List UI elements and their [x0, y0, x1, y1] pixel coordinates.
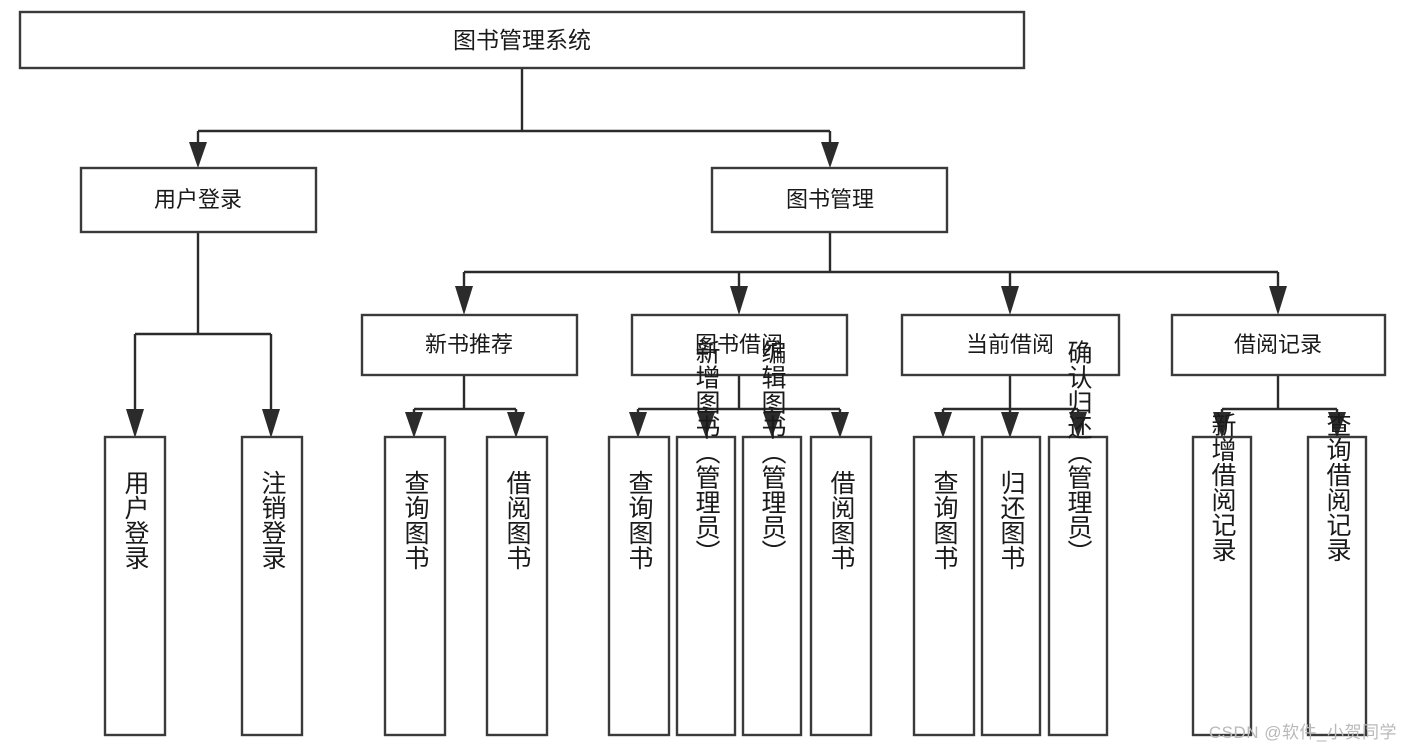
node-user-login[interactable]: 用户登录	[79, 166, 318, 234]
node-book-borrow-box[interactable]	[630, 313, 849, 377]
node-leaf-borrow-book-1-label: 借阅图书	[503, 470, 532, 570]
node-leaf-confirm-return[interactable]: 确认归还（管理员）	[1047, 340, 1109, 737]
node-leaf-query-book-1-label: 查询图书	[401, 470, 430, 570]
node-leaf-query-book-2-box[interactable]	[607, 435, 671, 737]
node-leaf-borrow-book-1[interactable]: 借阅图书	[485, 435, 549, 737]
node-leaf-query-book-1[interactable]: 查询图书	[383, 435, 447, 737]
node-leaf-add-book-box[interactable]	[675, 435, 737, 737]
node-root-label: 图书管理系统	[453, 27, 591, 53]
node-leaf-user-logout[interactable]: 注销登录	[240, 435, 304, 737]
node-leaf-confirm-return-box[interactable]	[1047, 435, 1109, 737]
arrowhead-new-book-recommend-icon	[455, 286, 473, 315]
node-user-login-label: 用户登录	[154, 187, 242, 212]
arrowhead-bookmanage-icon	[821, 142, 839, 168]
node-new-book-recommend-label: 新书推荐	[425, 332, 513, 357]
node-leaf-add-record-label: 新增借阅记录	[1208, 412, 1237, 562]
node-leaf-confirm-return-label: 确认归还（管理员）	[1064, 340, 1093, 565]
arrowhead-leaf-borrow-book-2-icon	[831, 412, 849, 438]
node-leaf-return-book-label: 归还图书	[997, 470, 1026, 570]
arrowhead-leaf-query-record-icon	[1328, 412, 1346, 438]
node-new-book-recommend[interactable]: 新书推荐	[360, 313, 579, 377]
arrowhead-leaf-query-book-3-icon	[934, 412, 952, 438]
node-leaf-query-record[interactable]: 查询借阅记录	[1306, 412, 1368, 737]
node-leaf-return-book-box[interactable]	[980, 435, 1042, 737]
node-leaf-edit-book[interactable]: 编辑图书（管理员）	[741, 340, 803, 737]
arrowhead-borrow-record-icon	[1269, 286, 1287, 315]
node-book-manage-label: 图书管理	[786, 187, 874, 212]
arrowhead-leaf-add-record-icon	[1213, 412, 1231, 438]
arrowhead-leaf-query-book-2-icon	[629, 412, 647, 438]
node-leaf-user-login[interactable]: 用户登录	[103, 435, 167, 737]
node-user-login-box[interactable]	[79, 166, 318, 234]
node-leaf-query-record-label: 查询借阅记录	[1323, 412, 1352, 562]
node-leaf-query-book-3-label: 查询图书	[930, 470, 959, 570]
node-book-borrow[interactable]: 图书借阅	[630, 313, 849, 377]
node-current-borrow-label: 当前借阅	[966, 332, 1054, 357]
arrowhead-leaf-edit-book-icon	[763, 412, 781, 438]
node-borrow-record[interactable]: 借阅记录	[1170, 313, 1387, 377]
connector-layer	[126, 68, 1346, 438]
node-borrow-record-box[interactable]	[1170, 313, 1387, 377]
arrowhead-leaf-query-book-1-icon	[405, 412, 423, 438]
node-leaf-borrow-book-2-label: 借阅图书	[827, 470, 856, 570]
node-leaf-add-book[interactable]: 新增图书（管理员）	[675, 340, 737, 737]
arrowhead-book-borrow-icon	[730, 286, 748, 315]
node-leaf-borrow-book-2-box[interactable]	[809, 435, 873, 737]
node-book-manage[interactable]: 图书管理	[710, 166, 949, 234]
arrowhead-leaf-add-book-icon	[697, 412, 715, 438]
node-root-book-management-system[interactable]: 图书管理系统	[18, 10, 1026, 70]
node-leaf-user-logout-label: 注销登录	[258, 470, 287, 570]
node-leaf-query-book-3-box[interactable]	[912, 435, 976, 737]
node-leaf-add-record-box[interactable]	[1191, 435, 1253, 737]
node-leaf-user-logout-box[interactable]	[240, 435, 304, 737]
node-root-box[interactable]	[18, 10, 1026, 70]
node-book-borrow-label: 图书借阅	[695, 332, 783, 357]
arrowhead-userlogin-icon	[189, 142, 207, 168]
node-leaf-user-login-label: 用户登录	[121, 470, 150, 570]
node-current-borrow[interactable]: 当前借阅	[900, 313, 1121, 377]
arrowhead-current-borrow-icon	[1001, 286, 1019, 315]
node-leaf-add-record[interactable]: 新增借阅记录	[1191, 412, 1253, 737]
node-leaf-borrow-book-1-box[interactable]	[485, 435, 549, 737]
node-leaf-query-book-2[interactable]: 查询图书	[607, 435, 671, 737]
node-new-book-recommend-box[interactable]	[360, 313, 579, 377]
node-leaf-borrow-book-2[interactable]: 借阅图书	[809, 435, 873, 737]
node-leaf-add-book-label: 新增图书（管理员）	[692, 340, 721, 565]
node-leaf-query-record-box[interactable]	[1306, 435, 1368, 737]
node-leaf-user-login-box[interactable]	[103, 435, 167, 737]
node-leaf-query-book-3[interactable]: 查询图书	[912, 435, 976, 737]
node-leaf-query-book-1-box[interactable]	[383, 435, 447, 737]
node-book-manage-box[interactable]	[710, 166, 949, 234]
arrowhead-leaf-confirm-return-icon	[1069, 412, 1087, 438]
node-leaf-return-book[interactable]: 归还图书	[980, 435, 1042, 737]
arrowhead-leaf-borrow-book-1-icon	[507, 412, 525, 438]
arrowhead-leaf-user-logout-icon	[262, 409, 280, 438]
node-leaf-query-book-2-label: 查询图书	[625, 470, 654, 570]
node-current-borrow-box[interactable]	[900, 313, 1121, 377]
arrowhead-leaf-return-book-icon	[1001, 412, 1019, 438]
node-leaf-edit-book-label: 编辑图书（管理员）	[758, 340, 787, 565]
node-leaf-edit-book-box[interactable]	[741, 435, 803, 737]
arrowhead-leaf-user-login-icon	[126, 409, 144, 438]
node-borrow-record-label: 借阅记录	[1234, 332, 1322, 357]
csdn-watermark: CSDN @软件_小贺同学	[1208, 723, 1397, 742]
